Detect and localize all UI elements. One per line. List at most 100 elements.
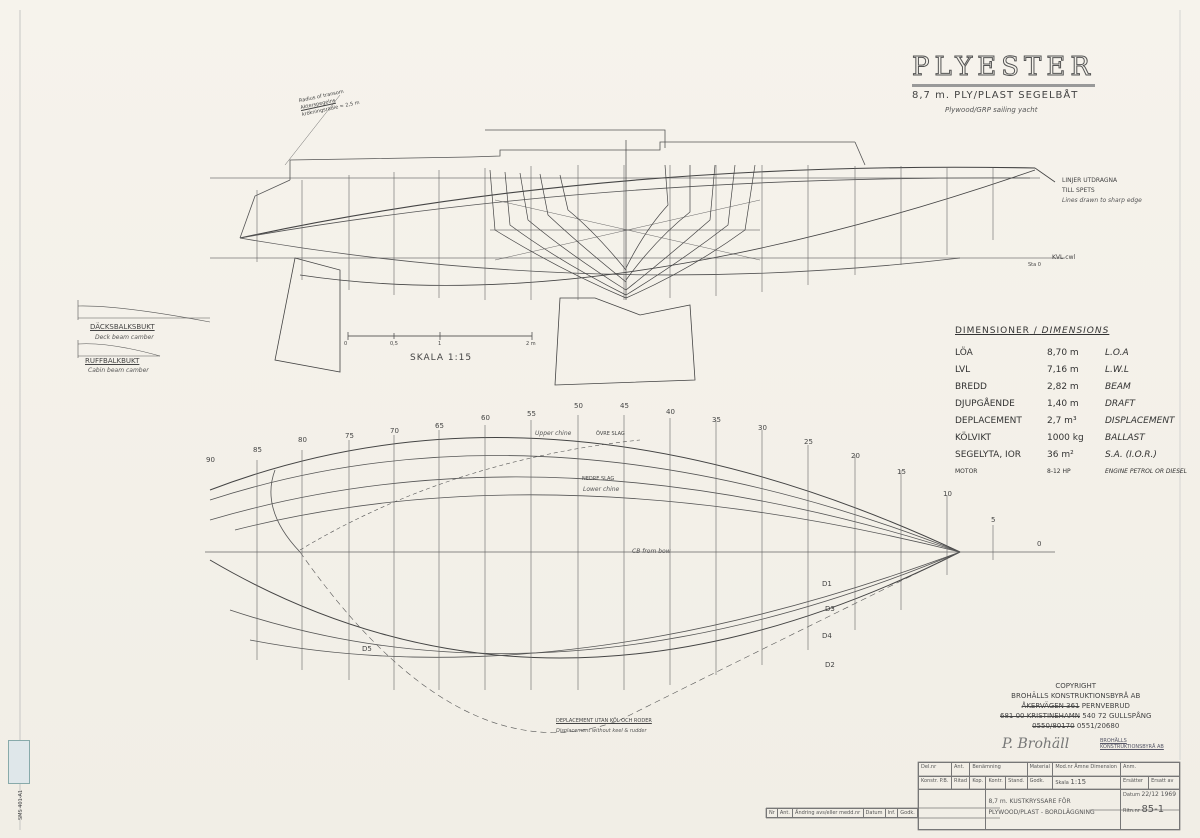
address-line: ÅKERVÄGEN 361 PERNVEBRUD: [1000, 701, 1151, 711]
tb-drawing-no: Ritn.nr 85-1: [1123, 804, 1177, 815]
station-label: 80: [298, 436, 307, 444]
diagonal-label: D2: [825, 661, 835, 669]
ovre-slag-label: ÖVRE SLAG: [596, 431, 625, 437]
tb-header: Mod.nr Ämne Dimension: [1052, 762, 1122, 777]
address-old: ÅKERVÄGEN 361: [1021, 702, 1080, 710]
scale-tick-1: 1: [438, 341, 442, 347]
rev-header: Godk.: [897, 808, 918, 818]
tb-label: Konstr.: [921, 778, 939, 784]
profile-view: [210, 94, 1065, 386]
station-zero-label: Sta 0: [1028, 262, 1041, 268]
phone-line: 0550/80170 0551/20680: [1000, 721, 1151, 731]
tb-label: Ritn.nr: [1123, 808, 1140, 814]
copyright-block: COPYRIGHT BROHÄLLS KONSTRUKTIONSBYRÅ AB …: [1000, 681, 1151, 731]
lower-chine-label: Lower chine: [583, 486, 620, 493]
tb-date-drawing: Datum 22/12 1969 Ritn.nr 85-1: [1120, 789, 1180, 830]
tb-label: Ersätter: [1120, 776, 1150, 790]
tb-drawing-no-value: 85-1: [1141, 804, 1165, 815]
dim-value: 8,70 m: [1047, 347, 1079, 358]
station-label: 40: [666, 408, 675, 416]
dim-value: 1,40 m: [1047, 398, 1079, 409]
sheet-code: SMS 401-A1: [18, 789, 24, 820]
dim-row: DJUPGÅENDE 1,40 m DRAFT: [955, 395, 1187, 412]
tb-label: Datum: [1123, 792, 1140, 798]
station-label: 75: [345, 432, 354, 440]
displacement-curve-label: DEPLACEMENT UTAN KÖL OCH RODER: [556, 718, 652, 724]
dim-label-en: BEAM: [1105, 381, 1131, 392]
lines-drawn-note: LINJER UTDRAGNA TILL SPETS Lines drawn t…: [1062, 176, 1142, 206]
scale-tick-05: 0,5: [390, 341, 398, 347]
dim-label: KÖLVIKT: [955, 432, 992, 443]
tb-date-value: 22/12 1969: [1141, 791, 1177, 798]
station-label: 30: [758, 424, 767, 432]
archive-stamp: [8, 740, 30, 784]
tb-konstr: Konstr. P.B.: [918, 776, 952, 790]
dim-label: BREDD: [955, 381, 987, 392]
dim-label-en: S.A. (I.O.R.): [1105, 449, 1157, 460]
city-line: 681 00 KRISTINEHAMN 540 72 GULLSPÅNG: [1000, 711, 1151, 721]
phone-new: 0551/20680: [1076, 722, 1120, 730]
deck-camber-label: DÄCKSBALKSBUKT: [90, 323, 155, 331]
tb-konstr-value: P.B.: [939, 778, 949, 784]
station-label: 60: [481, 414, 490, 422]
kvl-label: KVL cwl: [1052, 254, 1076, 261]
drawing-subtitle-en: Plywood/GRP sailing yacht: [945, 106, 1038, 114]
cabin-camber-label: RUFFBALKBUKT: [85, 357, 140, 365]
dim-label: LÖA: [955, 347, 973, 358]
dimensions-heading: DIMENSIONER / DIMENSIONS: [955, 326, 1110, 336]
dim-value: 1000 kg: [1047, 432, 1084, 443]
company-name: BROHÄLLS KONSTRUKTIONSBYRÅ AB: [1011, 692, 1141, 700]
dim-value: 7,16 m: [1047, 364, 1079, 375]
dim-label: LVL: [955, 364, 971, 375]
dim-label-en: L.O.A: [1105, 347, 1129, 358]
dim-value: 2,82 m: [1047, 381, 1079, 392]
tb-header: Material: [1026, 762, 1054, 777]
phone-old: 0550/80170: [1032, 722, 1075, 730]
station-label: 65: [435, 422, 444, 430]
displacement-curve-label-en: Displacement without keel & rudder: [556, 728, 647, 734]
rev-header: Ant.: [776, 808, 794, 818]
tb-label: Skala: [1055, 780, 1069, 786]
camber-diagrams: [77, 300, 211, 358]
station-label: 25: [804, 438, 813, 446]
note-line: Lines drawn to sharp edge: [1062, 197, 1142, 204]
station-label: 5: [991, 516, 996, 524]
revision-block: Nr Ant. Ändring avs/eller medd.nr Datum …: [766, 808, 918, 818]
dim-label-en: DISPLACEMENT: [1105, 415, 1175, 426]
diagonal-label: D5: [362, 645, 372, 653]
tb-label: Stand.: [1005, 776, 1028, 790]
dim-value: 8-12 HP: [1047, 468, 1071, 475]
nedre-slag-label: NEDRE SLAG: [582, 476, 615, 482]
tb-header: Benämning: [969, 762, 1028, 777]
address-new: PERNVEBRUD: [1081, 702, 1130, 710]
station-label: 15: [897, 468, 906, 476]
rev-header: Inf.: [884, 808, 899, 818]
heading-en: DIMENSIONS: [1041, 326, 1110, 336]
tb-label: Ersatt av: [1148, 776, 1180, 790]
title-block: Del.nr Ant. Benämning Material Mod.nr Äm…: [917, 762, 1180, 830]
dim-row: SEGELYTA, IOR 36 m² S.A. (I.O.R.): [955, 446, 1187, 463]
tb-desc-line: PLYWOOD/PLAST - BORDLÄGGNING: [988, 809, 1095, 816]
tb-label: Kontr.: [985, 776, 1007, 790]
tb-desc-line: 8,7 m. KUSTKRYSSARE FÖR: [988, 798, 1071, 805]
tb-scale-value: 1:15: [1070, 778, 1087, 786]
tb-label: Kop.: [969, 776, 987, 790]
dim-label-en: DRAFT: [1105, 398, 1136, 409]
station-label: 35: [712, 416, 721, 424]
dim-label: SEGELYTA, IOR: [955, 449, 1022, 460]
dim-value: 36 m²: [1047, 449, 1074, 460]
company-stamp: BROHÄLLS KONSTRUKTIONSBYRÅ AB: [1100, 738, 1164, 750]
tb-description: 8,7 m. KUSTKRYSSARE FÖR PLYWOOD/PLAST - …: [985, 789, 1122, 830]
cabin-camber-label-en: Cabin beam camber: [88, 367, 149, 374]
station-label: 90: [206, 456, 215, 464]
rev-header: Datum: [862, 808, 886, 818]
dim-label: DJUPGÅENDE: [955, 398, 1015, 409]
station-label: 70: [390, 427, 399, 435]
station-label: 55: [527, 410, 536, 418]
tb-header: Anm.: [1120, 762, 1180, 777]
rev-header: Ändring avs/eller medd.nr: [792, 808, 864, 818]
scale-tick-2: 2 m: [526, 341, 536, 347]
